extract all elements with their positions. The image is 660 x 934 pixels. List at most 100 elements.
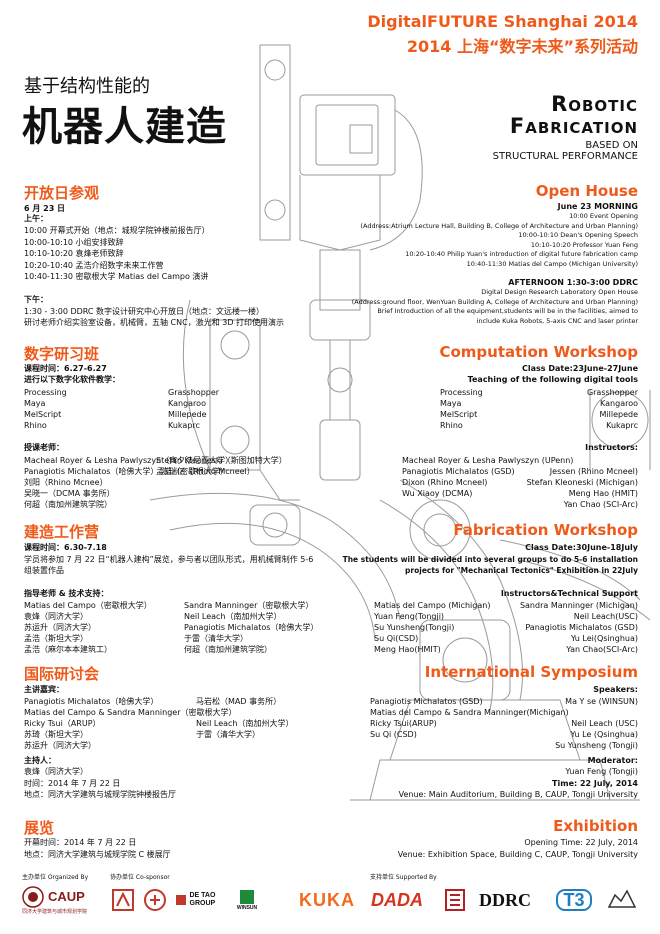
- instructor-item: Yu Lei(Qsinghua): [570, 634, 638, 643]
- instructor-item: Neil Leach(USC): [573, 612, 638, 621]
- schedule-line: (Address:Atrium Lecture Hall, Building B…: [360, 221, 638, 230]
- sponsor-logo-1: [110, 882, 136, 918]
- schedule-line: 研讨老师介绍实验室设备，机械臂，五轴 CNC，激光和 3D 打印使用演示: [24, 318, 285, 327]
- tool-item: Maya: [440, 399, 462, 408]
- speaker-item: Ma Y se (WINSUN): [565, 697, 638, 706]
- fabrication-desc-en: The students will be divided into severa…: [343, 554, 638, 576]
- fabrication-instr-label-cn: 指导老师 & 技术支持：: [24, 589, 109, 598]
- instructor-item: Stefan Kleoneski (Michigan): [526, 478, 638, 487]
- instructor-item: 苏运升（同济大学）: [24, 623, 96, 632]
- speaker-item: Neil Leach (USC): [571, 719, 638, 728]
- instructor-item: Jessen (Rhino Mcneel): [549, 467, 638, 476]
- main-title-en-3: BASED ON: [585, 140, 638, 151]
- fabrication-instr-label-en: Instructors&Technical Support: [500, 589, 638, 598]
- desc-line: 学员将参加 7 月 22 日“机器人建构”展览，参与者以团队形式，用机械臂制作 …: [24, 555, 314, 564]
- exhibition-venue-en: Venue: Exhibition Space, Building C, CAU…: [397, 850, 638, 859]
- speaker-item: Ricky Tsui(ARUP): [370, 719, 437, 728]
- footer-organized-by: 主办单位 Organized By: [22, 874, 89, 881]
- speaker-item: Ricky Tsui（ARUP）: [24, 719, 101, 728]
- caup-logo: CAUP 同济大学建筑与城市规划学院: [22, 882, 98, 918]
- speaker-item: [555, 707, 638, 718]
- tool-item: Grasshopper: [586, 388, 638, 397]
- instructor-item: Macheal Royer & Lesha Pawlyszyn（宾夕法尼亚大学）: [24, 456, 234, 465]
- symposium-moderator-label-en: Moderator:: [587, 756, 638, 765]
- exhibition-title-en: Exhibition: [553, 817, 638, 835]
- instructor-item: 孟浩（密歇根大学）: [156, 467, 228, 476]
- tool-item: Kangaroo: [168, 399, 206, 408]
- fabrication-instr-en-b: Sandra Manninger (Michigan) Neil Leach(U…: [520, 600, 638, 655]
- computation-intro-cn: 进行以下数字化软件教学：: [24, 375, 120, 384]
- schedule-line: 10:00-10:10 小组安排致辞: [24, 237, 124, 247]
- sponsor-logo-2: [142, 882, 168, 918]
- subtitle-cn: 基于结构性能的: [24, 76, 150, 97]
- computation-instr-cn-b: Stefan Kleoneski（斯图加特大学） 孟浩（密歇根大学）: [156, 455, 287, 477]
- ddrc-emblem-icon: [445, 889, 465, 911]
- winsun-logo-text: WINSUN: [236, 905, 258, 911]
- schedule-line: 10:10-10:20 袁烽老师致辞: [24, 249, 124, 258]
- speaker-item: Panagiotis Michalatos（哈佛大学）: [24, 697, 159, 706]
- schedule-line: 10:00-10:10 Dean's Opening Speech: [518, 231, 638, 240]
- rhino-logo: [604, 882, 640, 918]
- open-house-title-en: Open House: [535, 182, 638, 200]
- speaker-item: Su Qi (CSD): [370, 730, 417, 739]
- instructor-item: 袁烽（同济大学）: [24, 612, 88, 621]
- instructor-item: Su Qi(CSD): [374, 634, 419, 643]
- fabrication-date-cn: 课程时间：6.30-7.18: [24, 543, 107, 552]
- computation-instr-label-cn: 授课老师：: [24, 443, 64, 452]
- tool-item: Millepede: [168, 410, 207, 419]
- symposium-speakers-label-en: Speakers:: [593, 685, 638, 694]
- tool-item: MelScript: [440, 410, 478, 419]
- instructor-item: Meng Hao(HMIT): [374, 645, 441, 654]
- detao-logo-text: DE TAO GROUP: [189, 892, 216, 907]
- rhino-icon: [607, 889, 637, 908]
- symposium-moderator-cn: 袁烽（同济大学）: [24, 767, 88, 776]
- main-title-en-2: Fabrication: [509, 114, 638, 138]
- detao-logo: DE TAO GROUP: [174, 882, 226, 918]
- robot-mid-body: [149, 299, 401, 641]
- schedule-line: 10:20-10:40 Philip Yuan's introduction o…: [405, 250, 638, 259]
- instructor-item: Matias del Campo (Michigan): [374, 601, 491, 610]
- symposium-moderator-en: Yuan Feng (Tongji): [565, 767, 638, 776]
- tool-item: Processing: [24, 388, 67, 397]
- instructor-item: 孟浩（斯坦大学）: [24, 634, 88, 643]
- speaker-item: 苏运升（同济大学）: [24, 741, 96, 750]
- robot-tool-head: [259, 44, 423, 481]
- speaker-item: Matias del Campo & Sandra Manninger(Mich…: [370, 708, 569, 717]
- tool-item: Processing: [440, 388, 483, 397]
- speaker-item: 马岩松（MAD 事务所）: [196, 697, 282, 706]
- symposium-speakers-en-a: Panagiotis Michalatos (GSD) Matias del C…: [370, 696, 569, 740]
- tool-item: Kukaprc: [168, 421, 200, 430]
- fabrication-instr-en-a: Matias del Campo (Michigan) Yuan Feng(To…: [374, 600, 490, 655]
- open-house-schedule-cn: 10:00 开幕式开始（地点：城规学院钟楼前报告厅） 10:00-10:10 小…: [24, 225, 210, 283]
- tool-item: MelScript: [24, 410, 62, 419]
- tool-item: Millepede: [599, 410, 639, 419]
- schedule-line: 10:00 Event Opening: [569, 212, 638, 220]
- open-house-title-cn: 开放日参观: [24, 184, 100, 202]
- speaker-item: Panagiotis Michalatos (GSD): [370, 697, 483, 706]
- instructor-item: Yan Chao(SCI-Arc): [566, 645, 638, 654]
- instructor-item: Su Yunsheng(Tongji): [374, 623, 455, 632]
- fabrication-desc-cn: 学员将参加 7 月 22 日“机器人建构”展览，参与者以团队形式，用机械臂制作 …: [24, 554, 313, 576]
- computation-intro-en: Teaching of the following digital tools: [467, 375, 638, 384]
- schedule-line: (Address:ground floor, WenYuan Building …: [351, 297, 638, 306]
- fabrication-date-en: Class Date:30June-18July: [525, 543, 638, 552]
- open-house-am-cn: 上午：: [24, 214, 48, 223]
- instructor-item: Neil Leach（南加州大学）: [184, 612, 282, 621]
- computation-instr-en-a: Macheal Royer & Lesha Pawlyszyn (UPenn) …: [402, 455, 573, 499]
- instructor-item: 何超（南加州建筑学院）: [184, 645, 272, 654]
- tool-item: Kukaprc: [606, 421, 638, 430]
- ddrc-emblem: [444, 882, 466, 918]
- tool-item: Kangaroo: [600, 399, 638, 408]
- instructor-item: 何超（南加州建筑学院）: [24, 500, 112, 509]
- dada-logo-text: DADA: [371, 889, 423, 910]
- desc-line: 组装置作品: [24, 566, 64, 575]
- open-house-pm-schedule-cn: 1:30 - 3:00 DDRC 数字设计研究中心开放日（地点：文远楼一楼） 研…: [24, 306, 284, 328]
- tools-left-en: Processing Maya MelScript Rhino: [440, 387, 483, 431]
- schedule-line: include Kuka Robots, 5-axis CNC and lase…: [476, 316, 638, 325]
- instructor-item: 孟浩（麻尔本本建筑工）: [24, 645, 112, 654]
- desc-line: The students will be divided into severa…: [342, 555, 638, 564]
- t3-logo-text: T3: [556, 889, 592, 911]
- main-title-cn: 机器人建造: [22, 104, 227, 150]
- fabrication-title-cn: 建造工作营: [24, 523, 100, 541]
- main-title-en-4: STRUCTURAL PERFORMANCE: [492, 151, 638, 162]
